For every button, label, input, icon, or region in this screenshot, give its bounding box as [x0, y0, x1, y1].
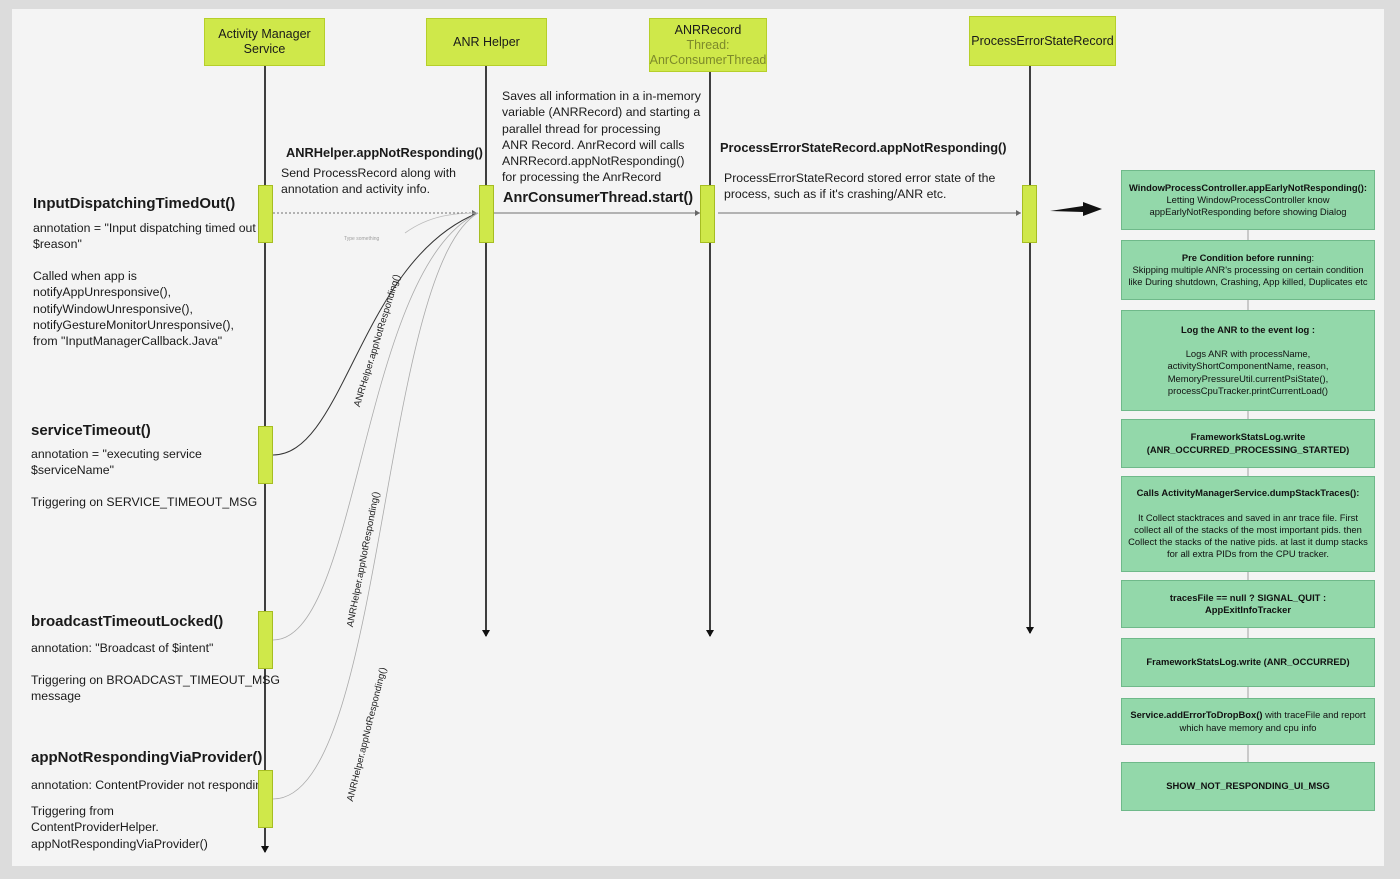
step-body: Letting WindowProcessController know app…	[1149, 193, 1347, 218]
trigger-title-broadcast-timeout: broadcastTimeoutLocked()	[31, 613, 224, 630]
lane-header-process-error-state-record: ProcessErrorStateRecord	[969, 16, 1116, 66]
step-title: tracesFile == null ? SIGNAL_QUIT : AppEx…	[1169, 591, 1327, 615]
lane-sublabel: Thread:	[686, 37, 730, 52]
lane-sublabel: AnrConsumerThread	[649, 52, 767, 67]
trigger-annotation: annotation: "Broadcast of $intent"	[31, 641, 214, 655]
step-body: Logs ANR with processName, activityShort…	[1167, 348, 1329, 396]
activation-bar	[258, 611, 273, 669]
step-box-show-not-responding: SHOW_NOT_RESPONDING_UI_MSG	[1121, 762, 1375, 811]
activation-bar	[258, 185, 273, 243]
trigger-annotation: annotation = "executing service $service…	[31, 447, 202, 478]
msg-title-anrhelper: ANRHelper.appNotResponding()	[286, 145, 483, 160]
step-body: It Collect stacktraces and saved in anr …	[1128, 511, 1368, 560]
faint-placeholder-text: Type something	[344, 236, 380, 242]
trigger-title-provider: appNotRespondingViaProvider()	[31, 749, 263, 766]
step-title: WindowProcessController.appEarlyNotRespo…	[1129, 181, 1367, 193]
lane-label: ANRRecord	[674, 22, 742, 37]
lane-label: Activity Manager	[218, 27, 311, 41]
step-title: SHOW_NOT_RESPONDING_UI_MSG	[1166, 780, 1330, 792]
step-box-stats-processing-started: FrameworkStatsLog.write (ANR_OCCURRED_PR…	[1121, 419, 1375, 468]
trigger-annotation: annotation = "Input dispatching timed ou…	[33, 221, 256, 252]
lane-label: ProcessErrorStateRecord	[971, 33, 1114, 48]
activation-bar	[1022, 185, 1037, 243]
step-box-log-anr: Log the ANR to the event log : Logs ANR …	[1121, 310, 1375, 411]
activation-bar	[258, 770, 273, 828]
step-title: Service.addErrorToDropBox() with traceFi…	[1130, 709, 1366, 721]
step-body: Skipping multiple ANR's processing on ce…	[1128, 263, 1368, 288]
lane-label: ANR Helper	[453, 34, 520, 49]
step-box-stats-anr-occurred: FrameworkStatsLog.write (ANR_OCCURRED)	[1121, 638, 1375, 687]
msg-title-process-error-state: ProcessErrorStateRecord.appNotResponding…	[720, 140, 1007, 155]
trigger-annotation: annotation: ContentProvider not respondi…	[31, 778, 258, 792]
step-title: Log the ANR to the event log :	[1180, 323, 1316, 335]
step-box-early-not-responding: WindowProcessController.appEarlyNotRespo…	[1121, 170, 1375, 230]
trigger-description: Triggering from ContentProviderHelper. a…	[31, 804, 208, 851]
msg-title-consumer-thread: AnrConsumerThread.start()	[503, 190, 694, 206]
msg-desc-process-error-state: ProcessErrorStateRecord stored error sta…	[724, 171, 996, 202]
activation-bar	[258, 426, 273, 484]
step-box-traces-file: tracesFile == null ? SIGNAL_QUIT : AppEx…	[1121, 580, 1375, 628]
step-box-add-error-dropbox: Service.addErrorToDropBox() with traceFi…	[1121, 698, 1375, 745]
step-box-pre-condition: Pre Condition before running: Skipping m…	[1121, 240, 1375, 300]
lane-header-anrrecord: ANRRecord Thread: AnrConsumerThread	[649, 18, 767, 72]
step-box-dump-stack-traces: Calls ActivityManagerService.dumpStackTr…	[1121, 476, 1375, 572]
trigger-title-input-dispatching: InputDispatchingTimedOut()	[33, 195, 236, 212]
msg-desc-anrhelper: Send ProcessRecord along with annotation…	[281, 166, 456, 197]
step-title: FrameworkStatsLog.write (ANR_OCCURRED)	[1146, 656, 1350, 668]
trigger-description: Called when app is notifyAppUnresponsive…	[33, 269, 234, 349]
step-body: which have memory and cpu info	[1179, 721, 1317, 733]
lane-header-activity-manager-service: Activity Manager Service	[204, 18, 325, 66]
trigger-title-service-timeout: serviceTimeout()	[31, 422, 151, 439]
msg-desc-anrrecord: Saves all information in a in-memory var…	[502, 89, 701, 185]
trigger-description: Triggering on BROADCAST_TIMEOUT_MSG mess…	[31, 673, 280, 704]
trigger-description: Triggering on SERVICE_TIMEOUT_MSG	[31, 495, 258, 509]
step-title: FrameworkStatsLog.write (ANR_OCCURRED_PR…	[1146, 431, 1350, 455]
lane-header-anr-helper: ANR Helper	[426, 18, 547, 66]
lane-label: Service	[243, 42, 286, 56]
step-title: Pre Condition before running:	[1181, 251, 1315, 263]
step-title: Calls ActivityManagerService.dumpStackTr…	[1136, 487, 1360, 499]
activation-bar	[479, 185, 494, 243]
activation-bar	[700, 185, 715, 243]
